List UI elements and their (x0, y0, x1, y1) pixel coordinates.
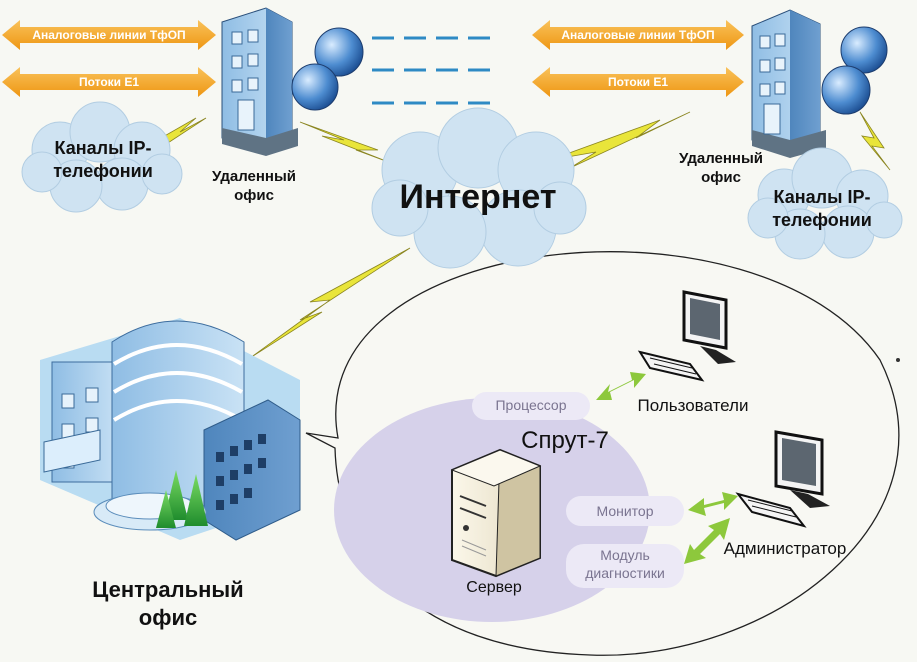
left-office-building-icon (221, 7, 364, 156)
diag-line1: Модуль (600, 547, 650, 563)
left-cloud-line1: Каналы IP- (54, 138, 152, 158)
right-ip-cloud (747, 147, 903, 260)
diag-label: Модуль диагностики (566, 547, 684, 582)
right-arrow-analog (532, 20, 744, 50)
right-office-building-icon (751, 9, 888, 158)
processor-label: Процессор (495, 397, 567, 413)
central-office-label: Центральный офис (70, 576, 266, 631)
diag-line2: диагностики (585, 564, 665, 581)
left-e1-label: Потоки E1 (78, 75, 140, 89)
server-label: Сервер (466, 579, 522, 596)
green-arrows (596, 372, 738, 564)
monitor-pill (566, 496, 684, 526)
central-office-building-icon (40, 318, 301, 541)
right-office-line2: офис (701, 168, 741, 186)
users-label: Пользователи (637, 396, 749, 415)
system-name-label: Спрут-7 (521, 427, 609, 454)
left-arrow-e1 (2, 67, 216, 97)
right-e1-label: Потоки E1 (607, 75, 669, 89)
central-office-line1: Центральный (92, 577, 244, 602)
internet-label: Интернет (399, 178, 557, 216)
server-icon (450, 448, 542, 578)
diag-pill (566, 544, 684, 588)
right-analog-label: Аналоговые линии ТфОП (561, 28, 715, 42)
right-cloud-label: Каналы IP- телефонии (752, 186, 892, 231)
monitor-label: Монитор (596, 503, 654, 519)
right-arrow-e1 (532, 67, 744, 97)
admin-computer-icon (735, 430, 830, 528)
left-office-line2: офис (234, 186, 274, 204)
dash-lines (372, 36, 490, 105)
left-cloud-label: Каналы IP- телефонии (28, 137, 178, 182)
left-ip-cloud (21, 101, 183, 213)
left-analog-label: Аналоговые линии ТфОП (32, 28, 186, 42)
user-computer-icon (637, 290, 736, 382)
left-office-line1: Удаленный (211, 168, 297, 185)
left-arrow-analog (2, 20, 216, 50)
central-office-line2: офис (138, 604, 198, 630)
admin-label: Администратор (723, 539, 847, 558)
left-cloud-line2: телефонии (53, 160, 153, 181)
right-cloud-line1: Каналы IP- (773, 187, 871, 207)
right-office-line1: Удаленный (678, 150, 764, 167)
internet-cloud (371, 107, 587, 269)
right-cloud-line2: телефонии (772, 209, 872, 230)
processor-pill (472, 392, 590, 420)
right-office-label: Удаленный офис (662, 150, 780, 188)
connection-dot (896, 358, 900, 362)
left-office-label: Удаленный офис (192, 168, 316, 206)
